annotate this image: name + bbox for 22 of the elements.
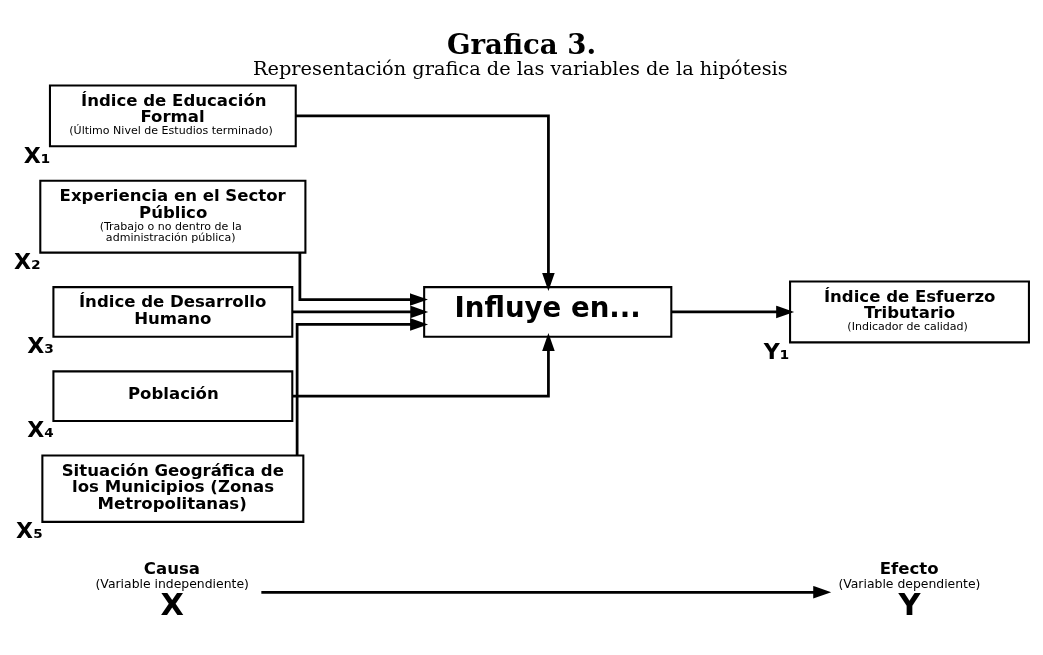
- node-box: Índice de Esfuerzo Tributario (Indicador de calidad): [789, 280, 1030, 344]
- arrow: [298, 252, 428, 306]
- node-label: X₅: [16, 517, 43, 544]
- node-box: Índice de Desarrollo Humano: [52, 286, 294, 338]
- node-label: Efecto: [879, 559, 939, 579]
- node-box: Experiencia en el Sector Público (Trabajo o no dentro de la administración pública): [39, 179, 307, 254]
- arrow: [671, 305, 795, 319]
- node-box: Índice de Educación Formal (Último Nivel de Estudios terminado): [48, 84, 297, 148]
- node-label: X₄: [27, 416, 54, 443]
- arrow: [295, 318, 429, 456]
- node-box: Situación Geográfica de los Municipios (Zonas Metropolitanas): [41, 454, 305, 523]
- node-label: X₁: [23, 141, 51, 168]
- node-label: Y₁: [763, 337, 790, 364]
- arrow: [261, 585, 832, 599]
- arrow: [292, 305, 429, 319]
- node-box: Influye en...: [423, 286, 673, 338]
- arrow: [295, 114, 555, 291]
- arrow: [292, 333, 555, 398]
- node-box: Población: [52, 370, 294, 423]
- node-label: Causa: [143, 559, 200, 579]
- node-label: X₃: [27, 332, 54, 359]
- node-label: X₂: [14, 247, 41, 274]
